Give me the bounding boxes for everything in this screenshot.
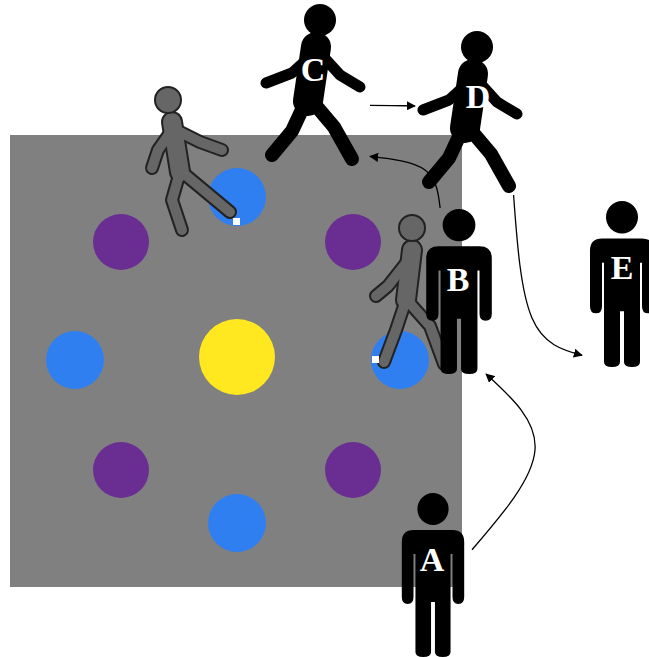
figure-label: C bbox=[301, 53, 326, 87]
blue-spot bbox=[208, 494, 266, 552]
person-figure: E bbox=[582, 200, 649, 367]
purple-spot bbox=[93, 442, 149, 498]
purple-spot bbox=[325, 442, 381, 498]
figure-label: E bbox=[611, 251, 634, 285]
person-figure: A bbox=[394, 492, 472, 657]
purple-spot bbox=[325, 214, 381, 270]
move-arrow bbox=[472, 374, 535, 550]
person-figure: B bbox=[418, 208, 500, 374]
move-arrow bbox=[514, 195, 582, 355]
yellow-spot bbox=[199, 319, 275, 395]
move-arrow bbox=[370, 105, 415, 107]
person-figure: C bbox=[258, 3, 370, 168]
purple-spot bbox=[93, 214, 149, 270]
contact-marker bbox=[233, 218, 240, 225]
contact-marker bbox=[372, 356, 379, 363]
figure-label: D bbox=[466, 80, 491, 114]
figure-label: A bbox=[420, 543, 445, 577]
game-board bbox=[10, 135, 462, 587]
ghost-figure bbox=[152, 87, 230, 230]
figure-label: B bbox=[447, 263, 470, 297]
blue-spot bbox=[46, 331, 104, 389]
person-figure: D bbox=[415, 30, 527, 195]
